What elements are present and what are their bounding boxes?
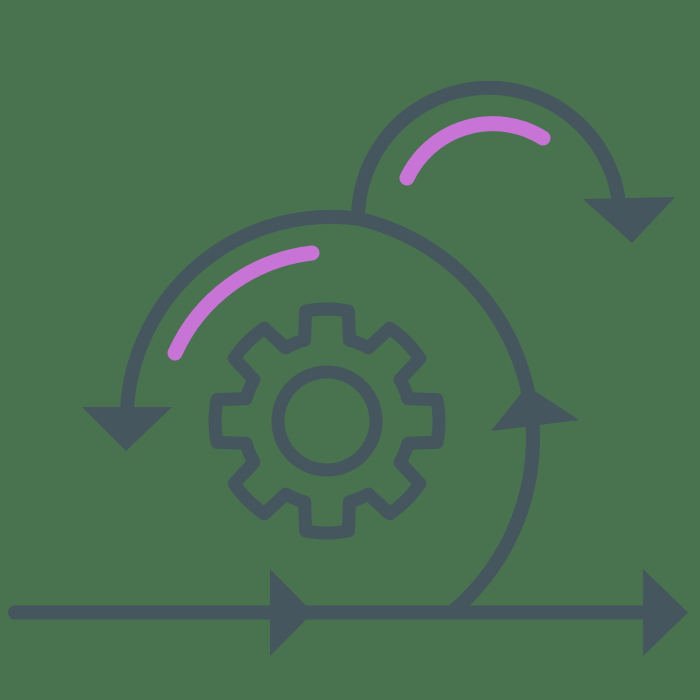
gear-outline: [208, 302, 446, 540]
timeline-icon: [8, 569, 688, 656]
arrowhead-down-left-icon: [82, 407, 172, 451]
arrowhead-right-mid-icon: [270, 569, 313, 656]
sprint-loop-top-arc: [120, 209, 367, 415]
gear-hub-icon: [271, 365, 383, 477]
arrowhead-right-end-icon: [643, 569, 688, 656]
accent-arc-large-icon: [167, 245, 320, 361]
iteration-arch-icon: [350, 80, 675, 243]
sprint-loop-icon: [82, 209, 579, 619]
iteration-arch-arc: [350, 80, 625, 226]
gear-icon: [208, 302, 446, 540]
arrowhead-up-right-icon: [491, 386, 579, 431]
accent-arc-small-icon: [399, 116, 551, 186]
arrowhead-down-arch-icon: [583, 197, 675, 243]
